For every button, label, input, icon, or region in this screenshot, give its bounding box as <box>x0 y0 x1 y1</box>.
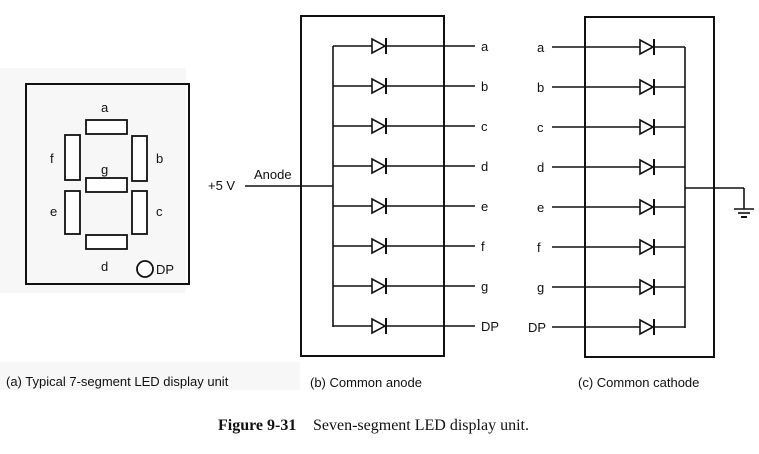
decimal-point <box>136 260 154 278</box>
anode-output-label: d <box>481 159 488 174</box>
diode-icon <box>371 237 387 255</box>
segment-label-e: e <box>50 204 57 219</box>
anode-row-b: b <box>333 77 488 95</box>
segment-label-c: c <box>156 204 163 219</box>
anode-row-g: g <box>333 277 488 295</box>
cathode-row-g: g <box>537 278 685 296</box>
ground-icon <box>734 188 754 218</box>
segment-g <box>85 177 128 193</box>
cathode-input-label: f <box>537 240 541 255</box>
diode-icon <box>371 317 387 335</box>
diode-icon <box>639 78 655 96</box>
anode-row-dp: DP <box>333 317 499 335</box>
diode-icon <box>639 278 655 296</box>
anode-label: Anode <box>254 167 292 182</box>
display-housing <box>25 83 190 285</box>
cathode-input-label: a <box>537 40 545 55</box>
panel-a-display: a b c d e f g DP <box>25 83 190 285</box>
diode-icon <box>639 38 655 56</box>
diode-icon <box>639 318 655 336</box>
diode-icon <box>371 277 387 295</box>
segment-e <box>64 190 81 235</box>
anode-row-e: e <box>333 197 488 215</box>
panel-c-common-cathode: a b c d e f gDP <box>528 16 754 358</box>
supply-label: +5 V <box>208 178 235 193</box>
cathode-diode-rows: a b c d e f gDP <box>528 38 685 336</box>
diode-icon <box>639 238 655 256</box>
segment-label-g: g <box>101 162 108 177</box>
anode-output-label: a <box>481 39 489 54</box>
panel-b-common-anode: +5 V Anode a b c d e f gDP <box>208 15 499 357</box>
segment-a <box>85 119 128 135</box>
figure-title: Seven-segment LED display unit. <box>313 417 529 434</box>
anode-output-label: g <box>481 279 488 294</box>
caption-b: (b) Common anode <box>310 375 422 390</box>
anode-row-c: c <box>333 117 488 135</box>
segment-label-a: a <box>101 100 109 115</box>
segment-f <box>64 134 81 181</box>
panel-a-caption-background <box>0 362 300 390</box>
cathode-input-label: DP <box>528 320 546 335</box>
diode-icon <box>371 157 387 175</box>
cathode-input-label: e <box>537 200 544 215</box>
caption-a: (a) Typical 7-segment LED display unit <box>6 374 229 389</box>
cathode-row-a: a <box>537 38 685 56</box>
diode-icon <box>639 198 655 216</box>
segment-label-d: d <box>101 259 108 274</box>
cathode-row-d: d <box>537 158 685 176</box>
diode-icon <box>371 37 387 55</box>
diode-icon <box>371 117 387 135</box>
diode-icon <box>371 77 387 95</box>
anode-output-label: b <box>481 79 488 94</box>
caption-c: (c) Common cathode <box>578 375 699 390</box>
cathode-input-label: c <box>537 120 544 135</box>
anode-output-label: c <box>481 119 488 134</box>
anode-output-label: f <box>481 239 485 254</box>
cathode-row-e: e <box>537 198 685 216</box>
anode-diode-rows: a b c d e f gDP <box>333 37 499 335</box>
anode-row-d: d <box>333 157 488 175</box>
cathode-package-outline <box>584 16 715 358</box>
segment-d <box>85 234 128 250</box>
diode-icon <box>639 158 655 176</box>
cathode-input-label: b <box>537 80 544 95</box>
figure-number: Figure 9-31 <box>218 417 296 434</box>
dp-label: DP <box>156 262 174 277</box>
segment-b <box>131 135 148 182</box>
cathode-row-f: f <box>537 238 685 256</box>
cathode-row-dp: DP <box>528 318 685 336</box>
cathode-row-b: b <box>537 78 685 96</box>
anode-row-f: f <box>333 237 485 255</box>
anode-row-a: a <box>333 37 489 55</box>
cathode-input-label: g <box>537 280 544 295</box>
anode-output-label: DP <box>481 319 499 334</box>
diode-icon <box>639 118 655 136</box>
segment-c <box>131 190 148 235</box>
segment-label-f: f <box>50 151 54 166</box>
segment-label-b: b <box>156 151 163 166</box>
diode-icon <box>371 197 387 215</box>
anode-output-label: e <box>481 199 488 214</box>
cathode-input-label: d <box>537 160 544 175</box>
cathode-row-c: c <box>537 118 685 136</box>
